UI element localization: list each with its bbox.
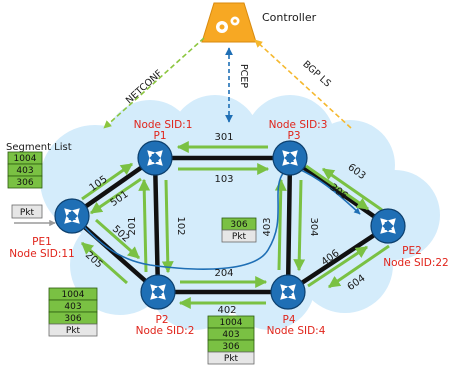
adj-label-403: 403 xyxy=(262,217,273,236)
stack-p2-cell: 403 xyxy=(64,302,81,312)
link-p4-pe2 xyxy=(285,223,391,295)
node-p4-name: P4 xyxy=(282,314,295,326)
router-pe2[interactable]: R xyxy=(370,208,406,244)
stack-p4-cell: 306 xyxy=(222,342,239,352)
forwarding-path xyxy=(77,167,361,270)
adj-label-301: 301 xyxy=(214,132,233,143)
adj-arrow-201 xyxy=(138,178,151,273)
node-p2-sid: Node SID:2 xyxy=(136,325,195,337)
node-p1-name: P1 xyxy=(153,130,166,142)
node-p3-sid: Node SID:3 xyxy=(269,119,328,131)
svg-text:R: R xyxy=(384,220,393,233)
adj-label-304: 304 xyxy=(308,217,319,236)
stack-p2-packet: Pkt xyxy=(66,326,81,336)
pcep-label: PCEP xyxy=(238,64,249,88)
controller-label: Controller xyxy=(262,11,317,24)
node-pe1-name: PE1 xyxy=(32,236,52,248)
node-pe2-sid: Node SID:22 xyxy=(383,257,449,269)
router-p4[interactable]: R xyxy=(270,274,306,310)
label-stack-p4: 1004 403 306 Pkt xyxy=(207,315,255,365)
router-p2[interactable]: R xyxy=(140,274,176,310)
stack-p3-packet: Pkt xyxy=(232,232,247,242)
node-p3-name: P3 xyxy=(287,130,300,142)
protocol-pcep: PCEP xyxy=(225,47,249,123)
node-pe1-sid: Node SID:11 xyxy=(9,248,75,260)
segment-list: Segment List 1004 403 306 xyxy=(6,142,72,189)
router-pe1[interactable]: R xyxy=(54,198,90,234)
label-stack-p2: 1004 403 306 Pkt xyxy=(48,287,98,337)
stack-p4-cell: 1004 xyxy=(220,318,243,328)
adj-arrow-304 xyxy=(293,179,306,272)
segment-list-title: Segment List xyxy=(6,142,72,153)
label-stack-p3: 306 Pkt xyxy=(221,217,257,243)
links xyxy=(69,155,391,295)
packet-ingress: Pkt xyxy=(11,204,56,227)
router-pe1-icon xyxy=(64,208,80,224)
adj-arrow-205 xyxy=(81,241,128,285)
adj-arrow-502 xyxy=(95,218,140,260)
adj-label-103: 103 xyxy=(214,174,233,185)
router-p3[interactable]: R xyxy=(272,140,308,176)
stack-p4-cell: 403 xyxy=(222,330,239,340)
node-p2-name: P2 xyxy=(155,314,168,326)
adj-arrow-105 xyxy=(81,162,133,201)
router-p2-icon xyxy=(150,284,166,300)
segment-list-cell: 403 xyxy=(16,166,33,176)
stack-p4-packet: Pkt xyxy=(224,354,239,364)
svg-text:R: R xyxy=(151,152,160,165)
adj-arrow-604 xyxy=(328,244,390,289)
adj-arrow-306 xyxy=(305,164,369,211)
link-p3-pe2 xyxy=(287,155,391,229)
router-p1-icon xyxy=(147,150,163,166)
svg-text:R: R xyxy=(154,286,163,299)
segment-list-cell: 1004 xyxy=(14,154,37,164)
svg-text:R: R xyxy=(68,210,77,223)
svg-text:R: R xyxy=(286,152,295,165)
adj-label-204: 204 xyxy=(214,268,233,279)
adj-arrow-102 xyxy=(161,179,174,274)
stack-p2-cell: 306 xyxy=(64,314,81,324)
router-p4-icon xyxy=(280,284,296,300)
adj-label-102: 102 xyxy=(175,216,186,235)
controller[interactable]: Controller xyxy=(201,2,317,43)
stack-p3-cell: 306 xyxy=(230,220,247,230)
link-p3-p4 xyxy=(285,155,293,295)
bgp-ls-label: BGP LS xyxy=(300,59,332,90)
router-p3-icon xyxy=(282,150,298,166)
packet-ingress-box xyxy=(11,204,43,219)
packet-ingress-label: Pkt xyxy=(20,208,35,218)
segment-list-cell: 306 xyxy=(16,178,33,188)
adj-arrow-603 xyxy=(322,167,383,212)
controller-icon xyxy=(201,2,257,43)
stack-p2-cell: 1004 xyxy=(62,290,85,300)
adj-label-201: 201 xyxy=(127,216,138,235)
adj-label-402: 402 xyxy=(217,305,236,316)
node-p4-sid: Node SID:4 xyxy=(267,325,326,337)
router-p1[interactable]: R xyxy=(137,140,173,176)
node-pe2-name: PE2 xyxy=(402,245,422,257)
adjacency-arrows xyxy=(81,141,390,309)
node-p1-sid: Node SID:1 xyxy=(134,119,193,131)
adj-arrow-406 xyxy=(307,245,369,288)
adj-arrow-403 xyxy=(274,178,287,271)
link-p1-p2 xyxy=(152,155,161,295)
svg-text:R: R xyxy=(284,286,293,299)
adj-arrow-501 xyxy=(90,177,142,215)
router-pe2-icon xyxy=(380,218,396,234)
